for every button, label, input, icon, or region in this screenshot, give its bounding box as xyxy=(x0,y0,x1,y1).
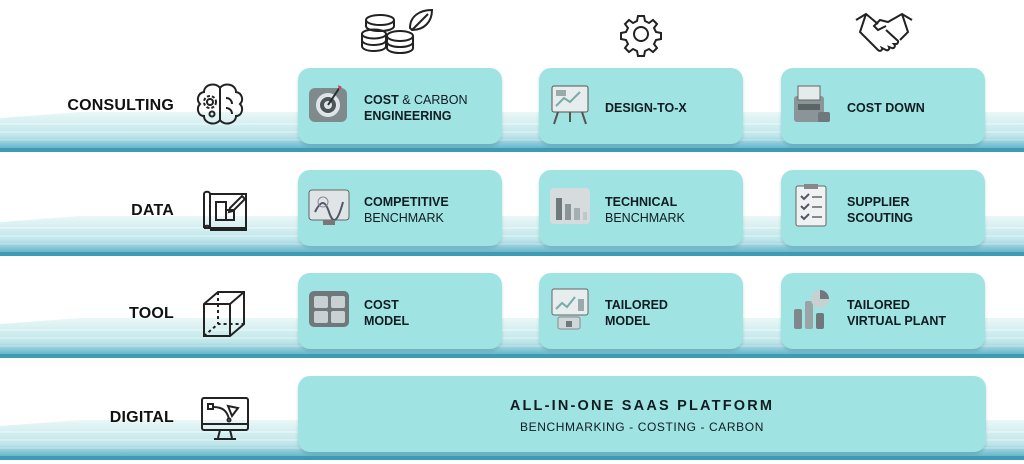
row-label-tool: TOOL xyxy=(129,305,174,322)
gear-icon xyxy=(618,6,664,63)
row-label-data: DATA xyxy=(131,202,174,219)
service-card: DESIGN-TO-X xyxy=(539,68,743,144)
monitor-chart-icon xyxy=(307,184,351,228)
monitor-vector-icon xyxy=(198,390,254,446)
card-label: COST DOWN xyxy=(847,101,925,115)
platform-title: ALL-IN-ONE SAAS PLATFORM xyxy=(509,398,775,414)
cube-icon xyxy=(196,286,252,342)
blueprint-icon xyxy=(198,182,254,238)
plant-charts-icon xyxy=(790,287,834,331)
service-card: COST DOWN xyxy=(781,68,985,144)
coins-leaf-icon xyxy=(360,6,436,63)
platform-card: ALL-IN-ONE SAAS PLATFORM BENCHMARKING - … xyxy=(298,376,986,452)
platform-subtitle: BENCHMARKING - COSTING - CARBON xyxy=(520,420,764,434)
handshake-icon xyxy=(854,6,914,63)
row-label-digital: DIGITAL xyxy=(109,409,174,426)
checklist-icon xyxy=(790,184,834,228)
brain-gears-icon xyxy=(192,78,248,134)
cost-machine-icon xyxy=(790,82,834,126)
bar-chart-icon xyxy=(548,184,592,228)
target-icon xyxy=(307,82,351,126)
calculator-icon xyxy=(307,287,351,331)
dashboard-icon xyxy=(548,287,592,331)
card-label: DESIGN-TO-X xyxy=(605,101,687,115)
row-label-consulting: CONSULTING xyxy=(67,97,174,114)
presentation-board-icon xyxy=(548,82,592,126)
